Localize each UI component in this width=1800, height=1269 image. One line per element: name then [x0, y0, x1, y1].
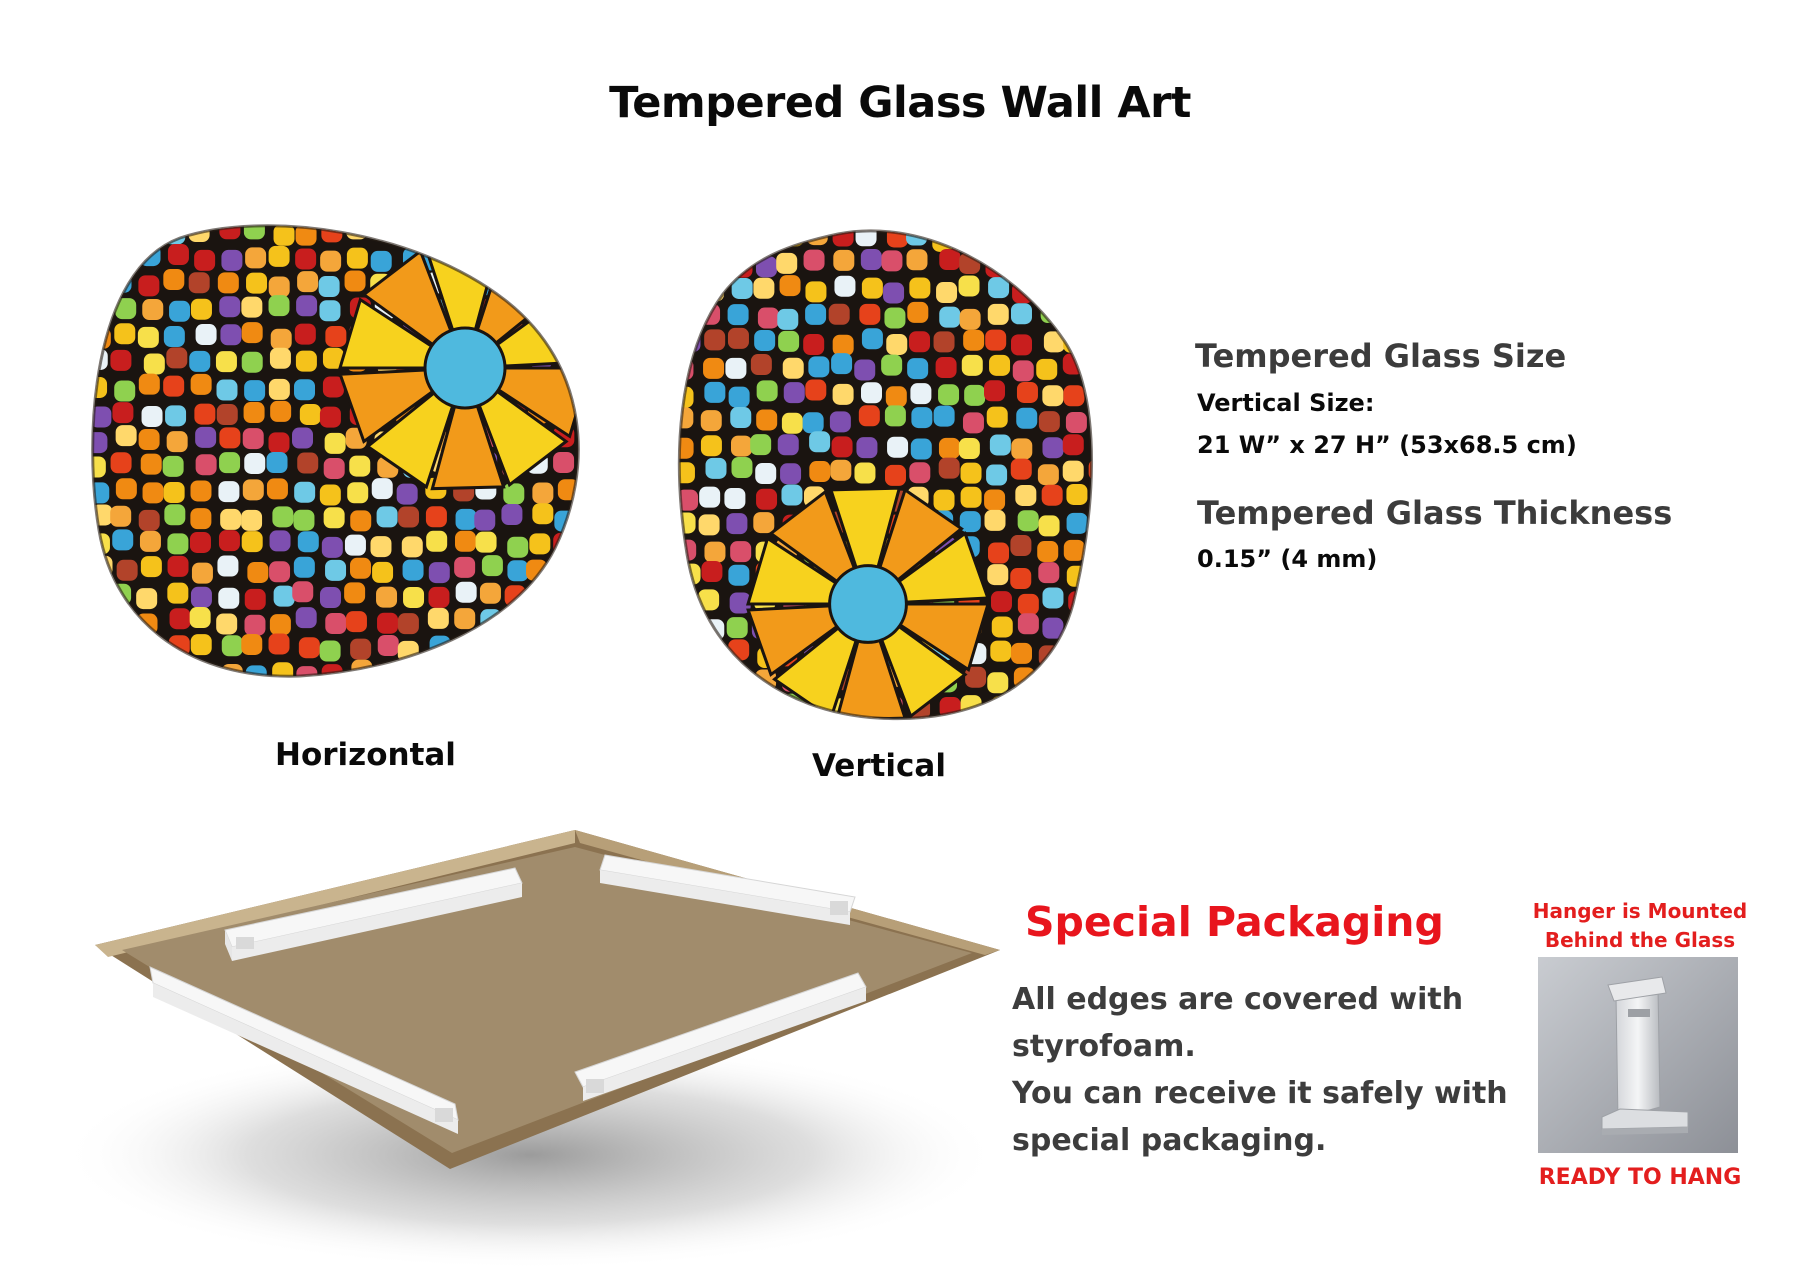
horizontal-label: Horizontal — [275, 737, 456, 773]
hanger-photo — [1538, 957, 1738, 1153]
thickness-heading: Tempered Glass Thickness — [1197, 494, 1673, 532]
thickness-value: 0.15” (4 mm) — [1197, 545, 1378, 573]
vertical-label: Vertical — [812, 748, 946, 784]
metal-hanger-bracket-icon — [1538, 957, 1738, 1153]
vertical-size-value: 21 W” x 27 H” (53x68.5 cm) — [1197, 431, 1577, 459]
packaging-line: All edges are covered with — [1012, 982, 1464, 1017]
styrofoam-strips — [149, 854, 867, 1134]
stained-glass-horizontal-icon — [91, 224, 580, 678]
hanger-note: Hanger is Mounted Behind the Glass — [1515, 897, 1765, 955]
packaging-line: styrofoam. — [1012, 1029, 1196, 1064]
packaging-line: You can receive it safely with — [1012, 1076, 1508, 1111]
horizontal-artwork — [85, 218, 600, 678]
packaging-line: special packaging. — [1012, 1123, 1327, 1158]
size-heading: Tempered Glass Size — [1195, 337, 1567, 375]
ready-to-hang-label: READY TO HANG — [1538, 1165, 1742, 1190]
vertical-artwork — [673, 224, 1098, 724]
packaging-description: All edges are covered with styrofoam. Yo… — [1012, 976, 1508, 1164]
vertical-size-label: Vertical Size: — [1197, 389, 1375, 417]
page-title: Tempered Glass Wall Art — [609, 78, 1191, 128]
stained-glass-vertical-icon — [677, 229, 1094, 721]
packaging-board-icon — [60, 830, 1000, 1269]
packaging-illustration — [60, 815, 1020, 1269]
hanger-line-1: Hanger is Mounted — [1532, 899, 1748, 923]
hanger-line-2: Behind the Glass — [1544, 928, 1736, 952]
packaging-heading: Special Packaging — [1025, 898, 1444, 946]
board-shadow — [60, 1040, 1000, 1269]
